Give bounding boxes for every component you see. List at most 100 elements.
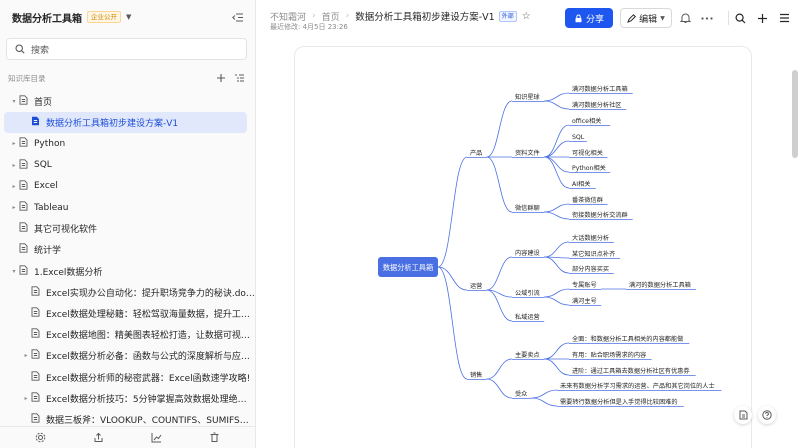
mindmap-node[interactable]: 知识星球 [515,93,541,101]
mindmap-node[interactable]: 可视化相关 [572,149,603,157]
sidebar-item-label: 首页 [34,98,53,109]
breadcrumb-item[interactable]: 不知霜河 [270,12,307,23]
bell-icon[interactable] [677,10,693,26]
collapse-sidebar-icon[interactable] [229,9,245,25]
star-icon[interactable]: ☆ [521,10,531,22]
search-input[interactable]: 搜索 [6,38,247,60]
sidebar-item[interactable]: ▸Excel数据分析必备：函数与公式的深度解析与应用… [0,345,255,366]
add-icon[interactable] [216,73,226,83]
chevron-right-icon[interactable]: ▸ [24,394,28,402]
mindmap-node[interactable]: AI相关 [572,180,590,188]
mindmap-root-node[interactable] [378,257,438,277]
mindmap-connector [486,256,513,291]
mindmap-node[interactable]: 部分内容买买 [572,265,609,273]
chevron-down-icon[interactable]: ▾ [12,98,16,106]
chevron-right-icon[interactable]: ▸ [12,204,16,212]
mindmap-node[interactable]: 进阶：通过工具箱去数据分析社区有优惠券 [572,367,690,375]
mindmap-node[interactable]: 大话数据分析 [572,234,609,242]
help-icon[interactable] [758,406,776,424]
mindmap-connector [544,156,570,189]
mindmap-node[interactable]: 运营 [470,282,482,290]
mindmap-node[interactable]: 有用：贴合职场需求的内容 [572,351,646,359]
document-icon [31,413,41,426]
mindmap-node[interactable]: 专属账号 [572,281,597,289]
mindmap-node[interactable]: 微信群聊 [515,204,540,212]
document-icon [19,264,29,278]
sidebar-item[interactable]: ▸SQL [0,155,255,176]
share-button[interactable]: 分享 [565,8,613,28]
stats-icon[interactable] [151,432,162,443]
mindmap-node[interactable]: 未来有数据分析学习需求的运营、产品和其它岗位的人士 [560,382,715,390]
mindmap-connector [544,358,570,376]
document-icon [19,243,29,256]
sidebar-item[interactable]: 其它可视化软件 [0,218,255,239]
sidebar-item[interactable]: 数据分析工具箱初步建设方案-V1 [4,112,247,134]
mindmap-node[interactable]: 满河数据分析工具箱 [572,85,628,93]
share-out-icon[interactable] [93,432,104,443]
mindmap-node[interactable]: 公域引流 [515,289,540,297]
more-icon[interactable] [699,10,715,26]
toc-label: 知识库目录 [8,73,46,83]
mindmap-connector [544,124,570,158]
mindmap-node[interactable]: 满河主号 [572,297,597,305]
mindmap-node[interactable]: 全面：和数据分析工具相关的内容都能做 [572,335,683,343]
mindmap-node[interactable]: 资料文件 [515,149,540,157]
mindmap-node[interactable]: Python相关 [572,164,606,172]
scrollbar[interactable] [792,70,798,158]
outline-icon[interactable] [234,73,245,83]
mindmap-connector [544,256,570,274]
mindmap-node[interactable]: 产品 [470,149,482,157]
mindmap-node[interactable]: 衔接数据分析交流群 [572,211,628,219]
mindmap-node[interactable]: 内容建设 [515,249,540,257]
mindmap-connector [486,378,513,399]
search-icon [15,44,25,54]
chevron-right-icon[interactable]: ▸ [12,161,16,169]
mindmap-node[interactable]: 需要转行数据分析但是入手觉得比较困难的 [560,398,678,406]
chevron-down-icon[interactable]: ▾ [12,267,16,275]
mindmap-connector [486,100,513,158]
chevron-right-icon[interactable]: ▸ [12,182,16,190]
breadcrumb-item[interactable]: 首页 [321,12,340,23]
mindmap-node[interactable]: SQL [572,134,585,141]
sidebar-item[interactable]: ▸Excel [0,176,255,197]
sidebar-item[interactable]: Excel实现办公自动化：提升职场竞争力的秘诀.docx [0,282,255,303]
sidebar-item[interactable]: ▸Tableau [0,197,255,218]
trash-icon[interactable] [209,432,220,443]
search-icon[interactable] [732,10,748,26]
sidebar-item[interactable]: ▸Python [0,133,255,154]
mindmap-node[interactable]: 某它知识点补齐 [572,250,615,258]
mindmap-node[interactable]: 主要卖点 [515,351,540,359]
chevron-right-icon[interactable]: ▸ [24,352,28,360]
chevron-down-icon: ▼ [660,14,665,22]
sidebar-item[interactable]: ▾1.Excel数据分析 [0,261,255,282]
sidebar-item[interactable]: ▾ 首页 [0,91,255,112]
mindmap-canvas[interactable]: 数据分析工具箱产品运营销售知识星球资料文件微信群聊内容建设公域引流私域运营主要卖… [294,46,752,448]
sidebar-item-label: 统计学 [34,246,62,257]
mindmap-node[interactable]: 番茶微信群 [572,196,603,204]
mindmap-node[interactable]: 私域运营 [515,313,540,321]
mindmap-node[interactable]: 销售 [470,371,482,379]
mindmap-node[interactable]: 受众 [515,390,527,398]
chevron-down-icon[interactable]: ▼ [126,13,132,21]
add-icon[interactable] [754,10,770,26]
mindmap-node[interactable]: 满河数据分析社区 [572,101,622,109]
sidebar-item[interactable]: Excel数据地图：精美图表轻松打造，让数据可视化… [0,324,255,345]
pencil-icon [627,13,637,23]
menu-icon[interactable] [776,10,792,26]
sidebar-item[interactable]: Excel数据处理秘籍：轻松驾驭海量数据，提升工作… [0,303,255,324]
sidebar-item[interactable]: 数据三板斧：VLOOKUP、COUNTIFS、SUMIFS应用… [0,409,255,430]
mindmap-connector [531,397,558,407]
document-icon [19,180,29,193]
mindmap-node[interactable]: office相关 [572,117,601,125]
chevron-right-icon[interactable]: ▸ [12,140,16,148]
mindmap-node[interactable]: 满河的数据分析工具箱 [629,281,691,289]
mindmap-connector [437,156,468,268]
sidebar-item[interactable]: 统计学 [0,239,255,260]
knowledge-base-title[interactable]: 数据分析工具箱 [12,13,82,25]
doc-outline-icon[interactable] [734,406,752,424]
settings-icon[interactable] [35,432,46,443]
document-icon [19,137,29,150]
edit-button[interactable]: 编辑 ▼ [620,8,672,28]
sidebar-item[interactable]: Excel数据分析师的秘密武器：Excel函数速学攻略! [0,366,255,387]
sidebar-item[interactable]: ▸Excel数据分析技巧：5分钟掌握高效数据处理绝招… [0,388,255,409]
